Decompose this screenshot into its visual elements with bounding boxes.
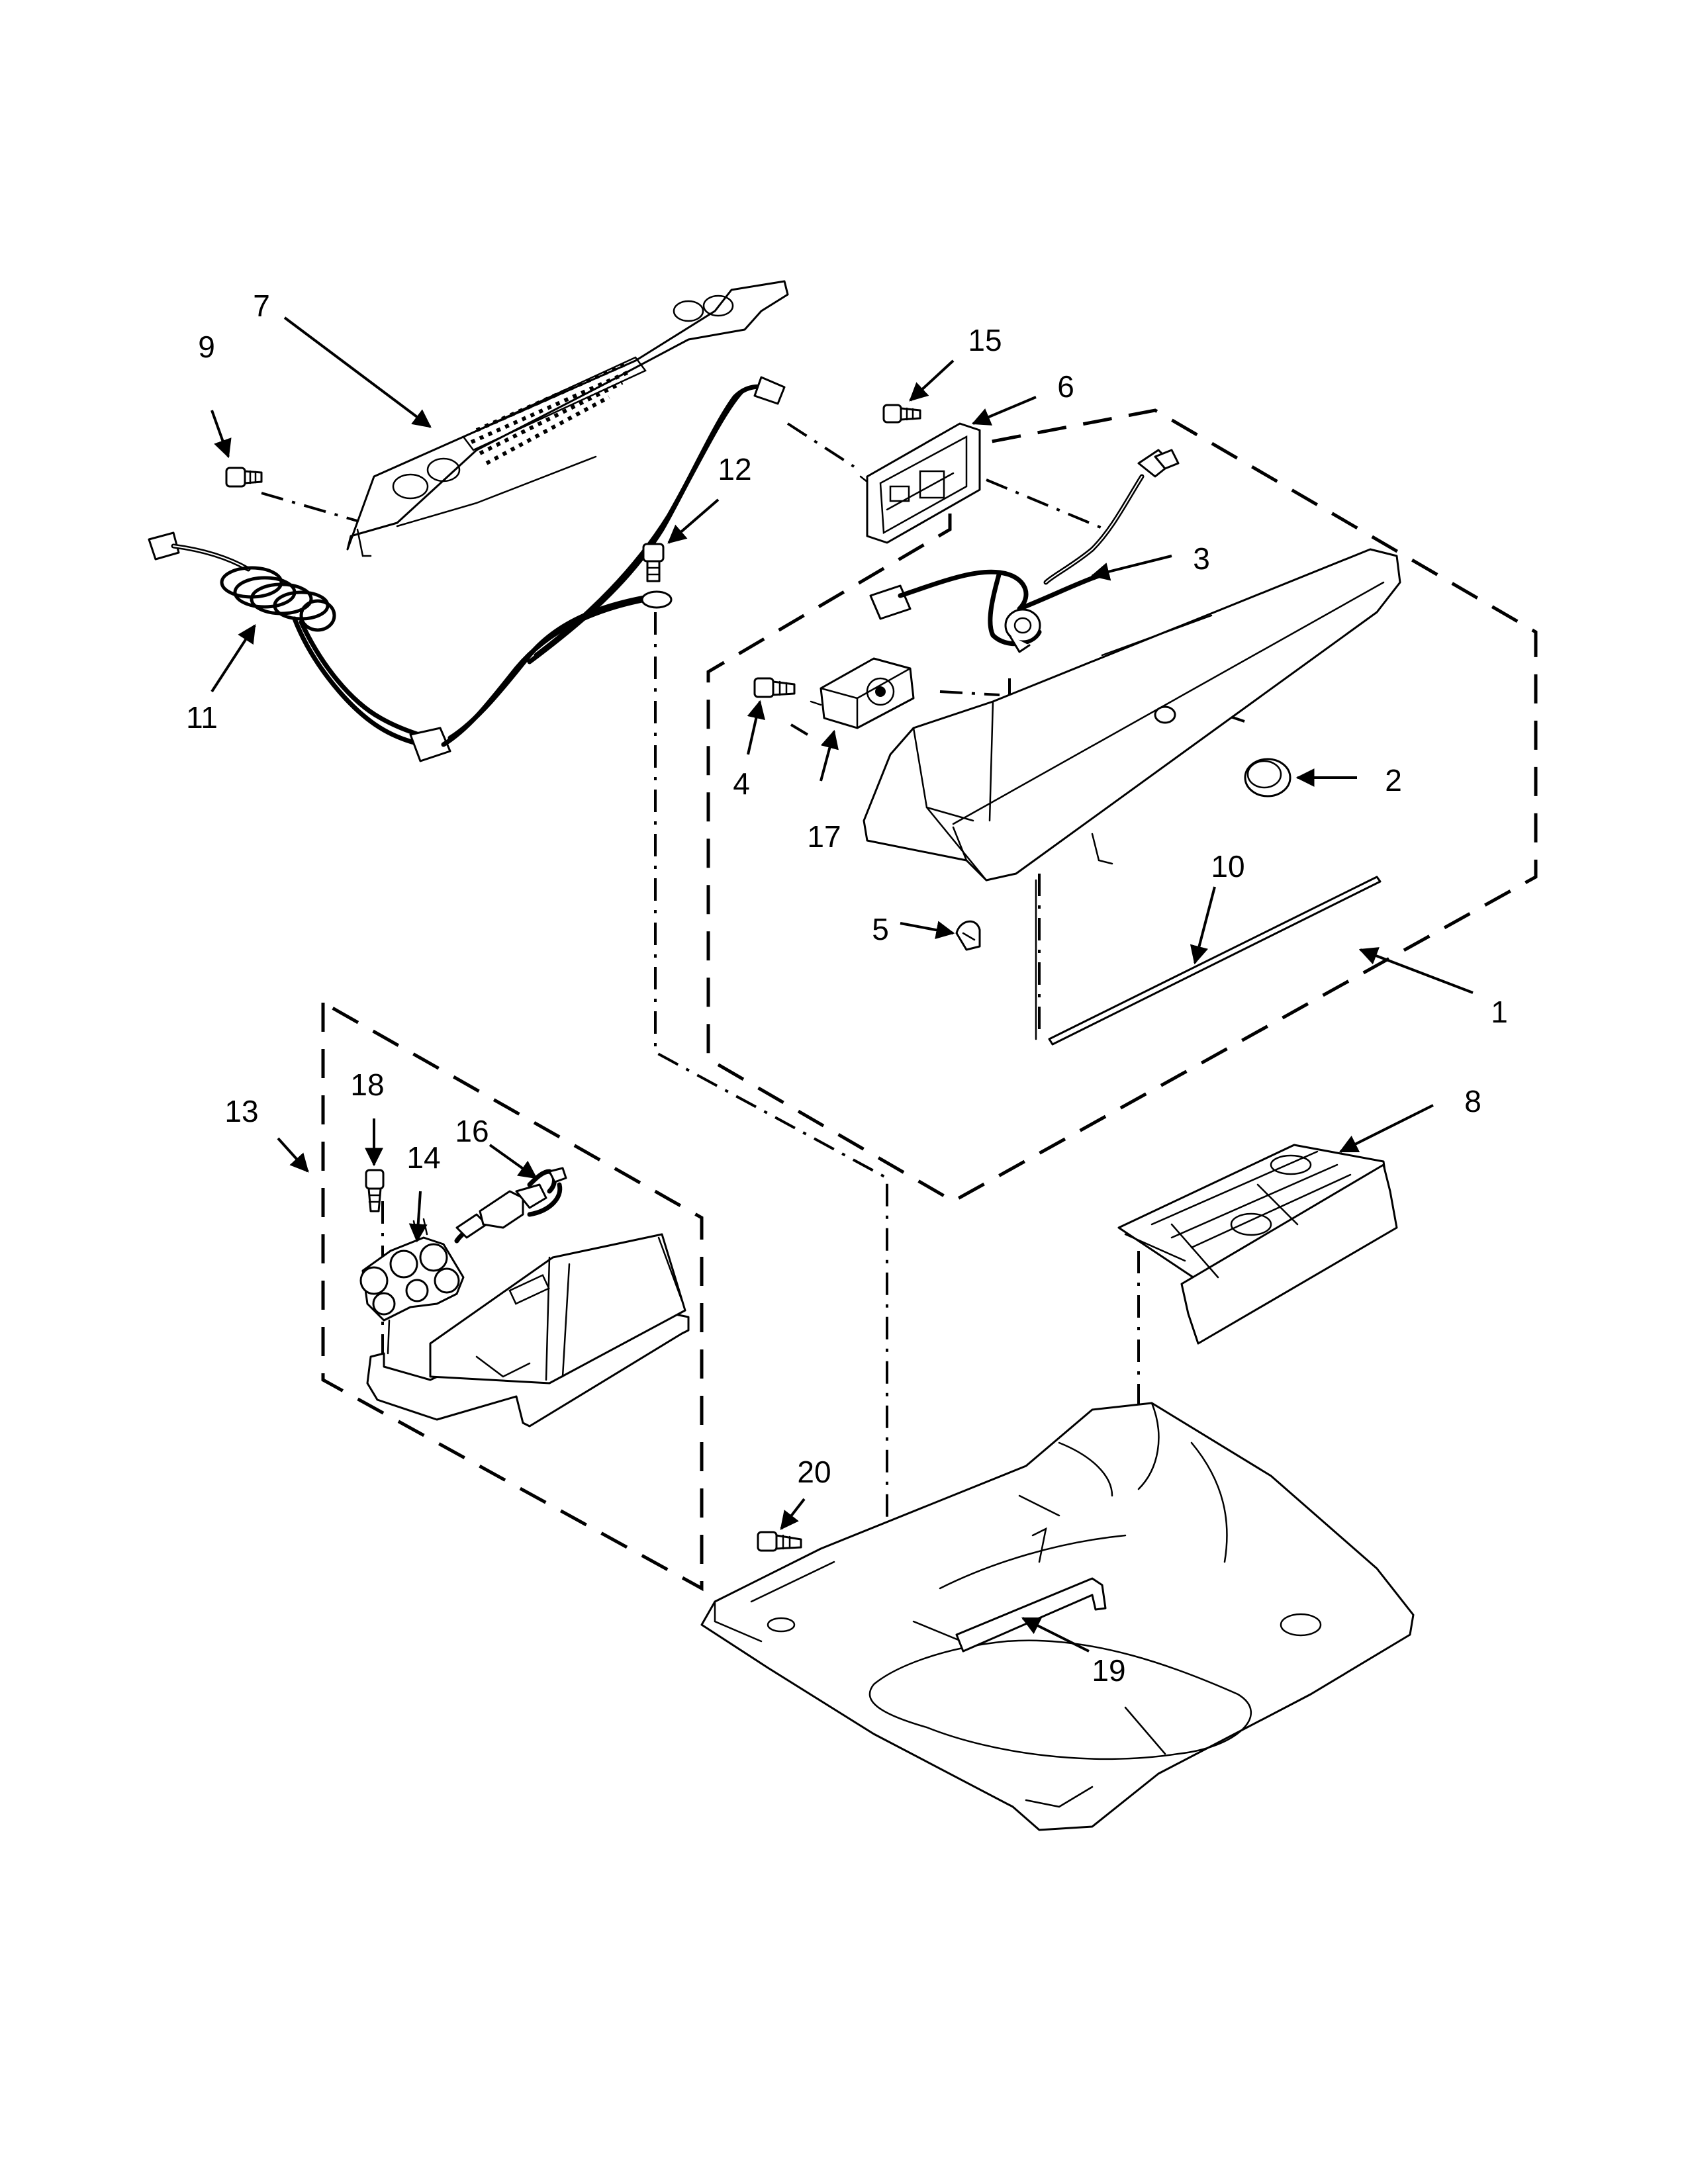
valve-assembly-boundary bbox=[321, 1001, 704, 1592]
leader-lines bbox=[211, 316, 1474, 1653]
callout-8: 8 bbox=[1464, 1084, 1481, 1118]
callout-15: 15 bbox=[968, 323, 1002, 357]
wire-harness-3 bbox=[869, 449, 1180, 653]
callout-13: 13 bbox=[224, 1094, 258, 1128]
callout-14: 14 bbox=[406, 1140, 440, 1175]
callout-19: 19 bbox=[1092, 1653, 1125, 1688]
console-body bbox=[863, 548, 1401, 882]
callout-10: 10 bbox=[1211, 849, 1244, 884]
control-board bbox=[859, 422, 981, 544]
callout-1: 1 bbox=[1491, 995, 1508, 1029]
callout-16: 16 bbox=[455, 1114, 489, 1148]
callout-6: 6 bbox=[1057, 369, 1074, 404]
base-panel bbox=[700, 1402, 1415, 1831]
screw-20 bbox=[757, 1531, 802, 1552]
screw-9 bbox=[225, 467, 263, 488]
callout-labels: 7 9 11 12 15 6 3 2 4 17 5 10 1 8 13 18 1… bbox=[186, 289, 1508, 1688]
callout-9: 9 bbox=[198, 330, 215, 364]
console-back-panel bbox=[346, 280, 789, 557]
bracket-19 bbox=[912, 1577, 1107, 1653]
callout-18: 18 bbox=[350, 1068, 384, 1102]
rod-10 bbox=[1035, 876, 1382, 1046]
console-assembly-boundary bbox=[706, 408, 1538, 1203]
callout-12: 12 bbox=[718, 452, 751, 486]
callout-7: 7 bbox=[253, 289, 270, 323]
callout-11: 11 bbox=[186, 700, 218, 735]
screw-15 bbox=[882, 404, 921, 424]
module-17 bbox=[810, 657, 915, 729]
callout-2: 2 bbox=[1385, 763, 1402, 797]
ground-screw-12 bbox=[642, 543, 665, 582]
screw-4 bbox=[753, 677, 796, 698]
dispenser-drawer bbox=[1117, 1144, 1398, 1345]
callout-20: 20 bbox=[797, 1455, 831, 1489]
callout-5: 5 bbox=[872, 912, 889, 946]
knob-2 bbox=[1244, 758, 1291, 797]
callout-17: 17 bbox=[807, 819, 841, 854]
callout-4: 4 bbox=[733, 766, 750, 801]
power-cord bbox=[148, 376, 786, 762]
valve-assembly bbox=[359, 1167, 690, 1428]
callout-3: 3 bbox=[1193, 541, 1210, 576]
clip-5 bbox=[955, 920, 981, 951]
